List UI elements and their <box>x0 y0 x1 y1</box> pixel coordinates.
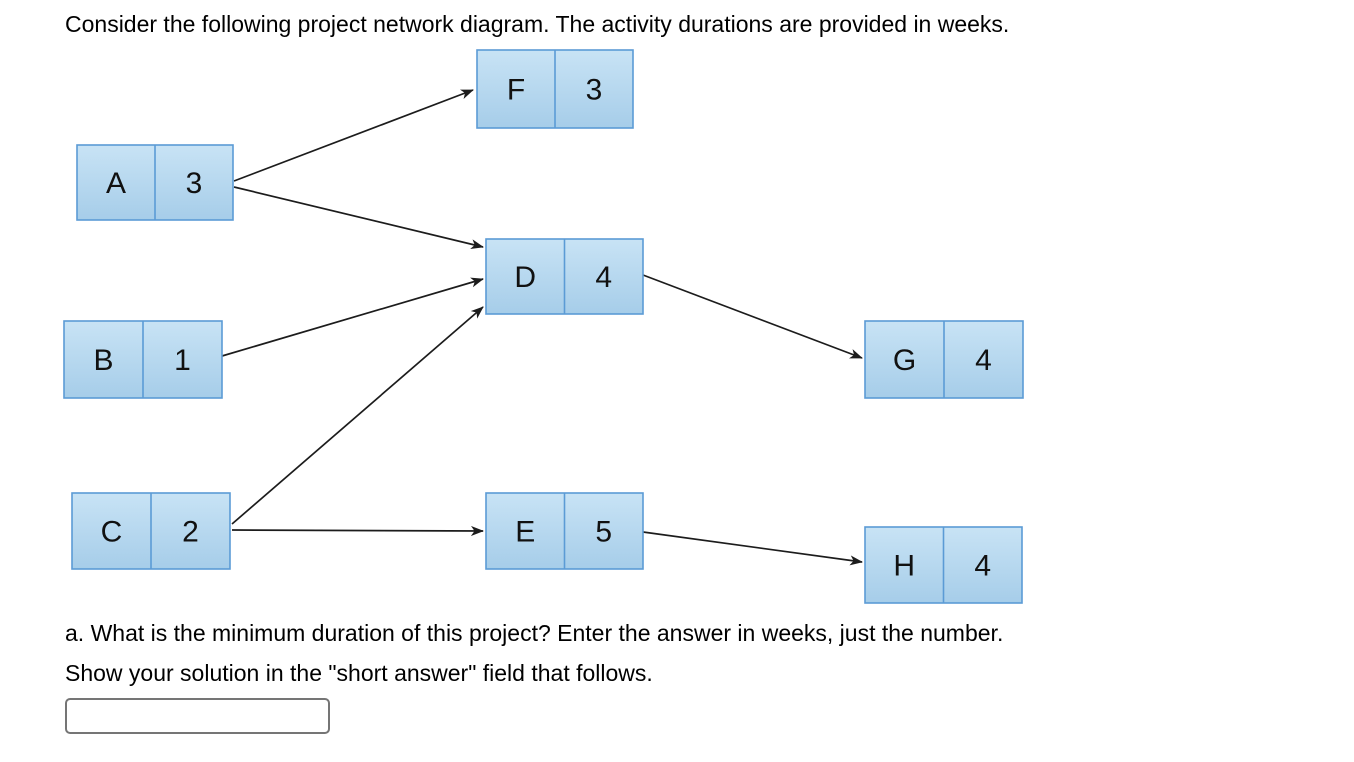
activity-id-label: C <box>101 516 123 549</box>
activity-id-label: H <box>893 550 915 583</box>
activity-id-label: E <box>515 516 535 549</box>
edge-C-D <box>231 306 484 525</box>
activity-duration-label: 4 <box>974 550 991 583</box>
activity-duration-label: 4 <box>975 344 992 377</box>
edge-C-E <box>231 525 484 536</box>
edge-A-F <box>233 89 474 182</box>
activity-id-label: F <box>507 74 525 107</box>
edge-D-G <box>642 274 863 359</box>
edge-A-D <box>233 186 484 250</box>
question-text-line2: Show your solution in the "short answer"… <box>65 660 653 686</box>
activity-id-label: B <box>93 344 113 377</box>
short-answer-input[interactable] <box>65 698 330 734</box>
activity-id-label: A <box>106 167 126 200</box>
activity-duration-label: 4 <box>595 261 612 294</box>
edge-B-D <box>221 277 484 357</box>
activity-duration-label: 5 <box>595 516 612 549</box>
activity-duration-label: 3 <box>186 167 203 200</box>
edge-E-H <box>642 531 863 566</box>
activity-id-label: D <box>514 261 536 294</box>
activity-duration-label: 3 <box>586 74 603 107</box>
activity-id-label: G <box>893 344 916 377</box>
activity-duration-label: 1 <box>174 344 191 377</box>
question-text-line1: a. What is the minimum duration of this … <box>65 620 1004 646</box>
page-title: Consider the following project network d… <box>65 11 1010 37</box>
activity-duration-label: 2 <box>182 516 199 549</box>
